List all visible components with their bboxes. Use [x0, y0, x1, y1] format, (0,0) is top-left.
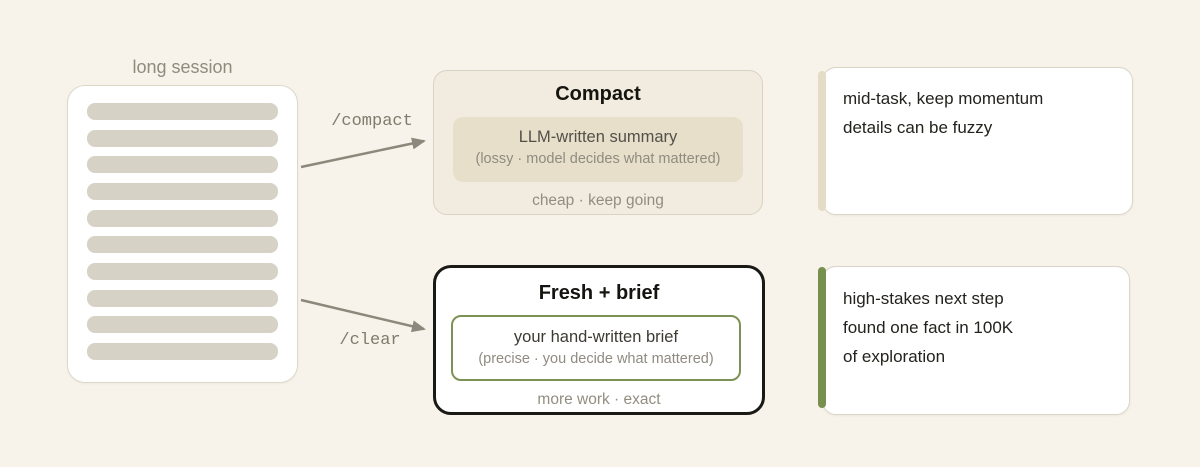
- session-text-line: [87, 316, 278, 334]
- fresh-brief-card: Fresh + brief your hand-written brief (p…: [433, 265, 765, 415]
- clear-note-line: of exploration: [843, 347, 946, 366]
- session-text-line: [87, 342, 278, 360]
- clear-note: high-stakes next step found one fact in …: [818, 266, 1130, 415]
- clear-command-label: /clear: [339, 331, 401, 350]
- session-text-line: [87, 103, 278, 120]
- session-text-line: [87, 289, 278, 307]
- session-text-line: [87, 236, 278, 254]
- llm-summary-box: LLM-written summary (lossy · model decid…: [453, 117, 743, 182]
- session-text-line: [87, 262, 278, 280]
- session-text-line: [87, 182, 278, 200]
- compact-note-line: details can be fuzzy: [843, 118, 993, 137]
- session-text-line: [87, 129, 278, 147]
- llm-summary-subtitle: (lossy · model decides what mattered): [475, 151, 721, 167]
- compact-note-line: mid-task, keep momentum: [843, 89, 1044, 108]
- fresh-brief-card-footer: more work · exact: [537, 391, 661, 408]
- hand-written-brief-box: your hand-written brief (precise · you d…: [451, 315, 741, 381]
- compact-arrow: [300, 137, 426, 169]
- compact-card: Compact LLM-written summary (lossy · mod…: [433, 70, 763, 215]
- long-session-card: [67, 85, 298, 383]
- compact-card-footer: cheap · keep going: [532, 192, 664, 209]
- llm-summary-title: LLM-written summary: [518, 128, 678, 146]
- clear-note-line: found one fact in 100K: [843, 318, 1014, 337]
- compact-card-title: Compact: [555, 83, 641, 105]
- clear-arrow: [300, 298, 426, 333]
- clear-note-line: high-stakes next step: [843, 289, 1004, 308]
- clear-note-accent-bar: [818, 267, 826, 408]
- fresh-brief-card-title: Fresh + brief: [538, 282, 660, 304]
- compact-note-accent-bar: [818, 71, 826, 211]
- compact-note: mid-task, keep momentum details can be f…: [818, 67, 1133, 215]
- session-text-line: [87, 209, 278, 227]
- hand-written-brief-title: your hand-written brief: [513, 328, 679, 346]
- compact-command-label: /compact: [331, 112, 413, 131]
- session-text-line: [87, 156, 278, 174]
- hand-written-brief-subtitle: (precise · you decide what mattered): [478, 351, 714, 367]
- long-session-label: long session: [132, 57, 233, 77]
